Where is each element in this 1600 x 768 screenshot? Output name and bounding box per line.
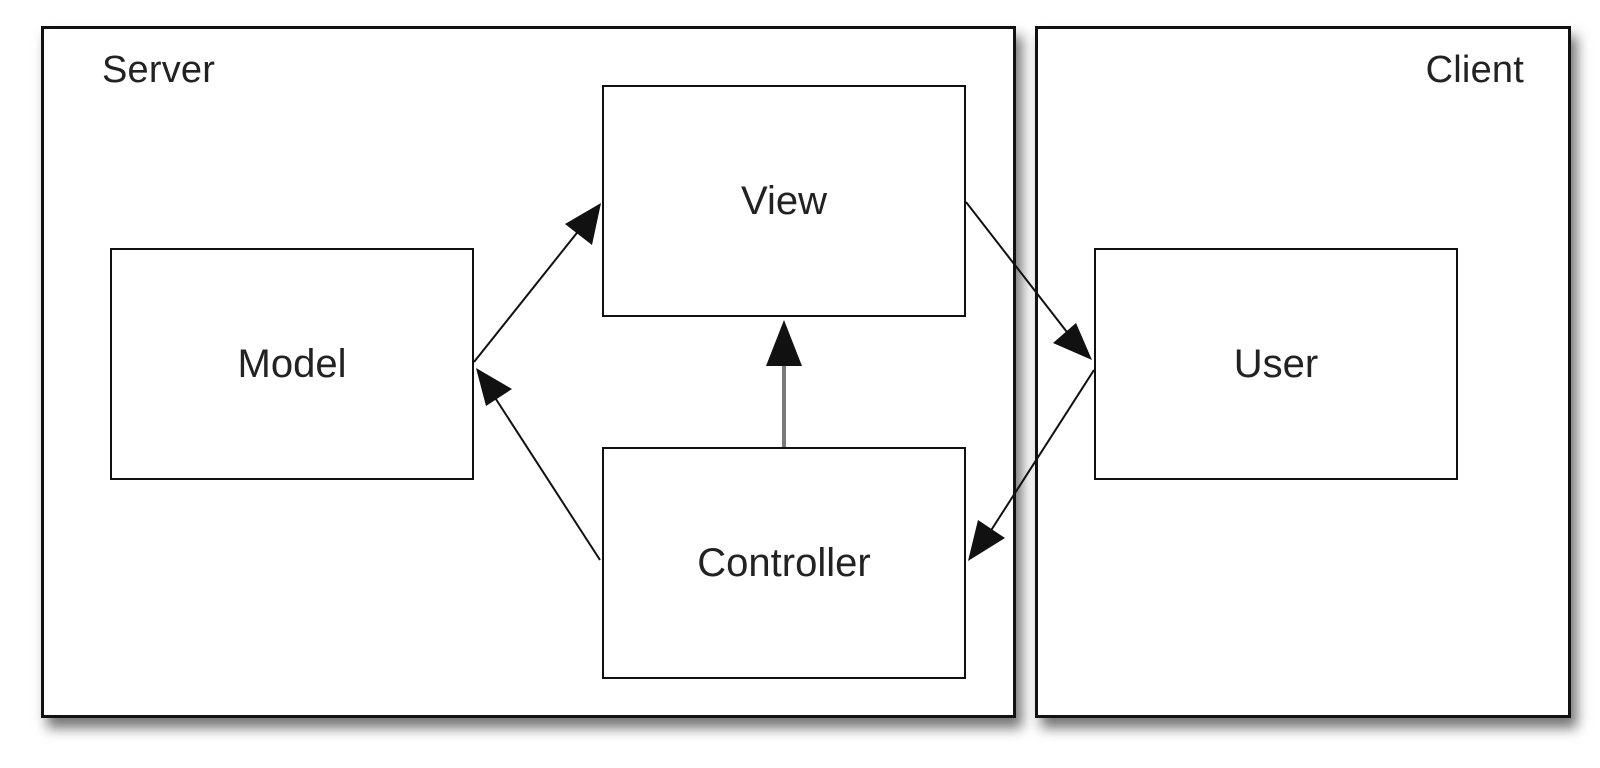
- model-node: Model: [110, 248, 474, 480]
- client-label: Client: [1425, 49, 1524, 91]
- view-node: View: [602, 85, 966, 317]
- user-node: User: [1094, 248, 1458, 480]
- server-label: Server: [102, 49, 216, 91]
- controller-node: Controller: [602, 447, 966, 679]
- view-label: View: [741, 178, 827, 223]
- controller-label: Controller: [697, 540, 871, 585]
- user-label: User: [1233, 341, 1319, 386]
- model-label: Model: [237, 341, 347, 386]
